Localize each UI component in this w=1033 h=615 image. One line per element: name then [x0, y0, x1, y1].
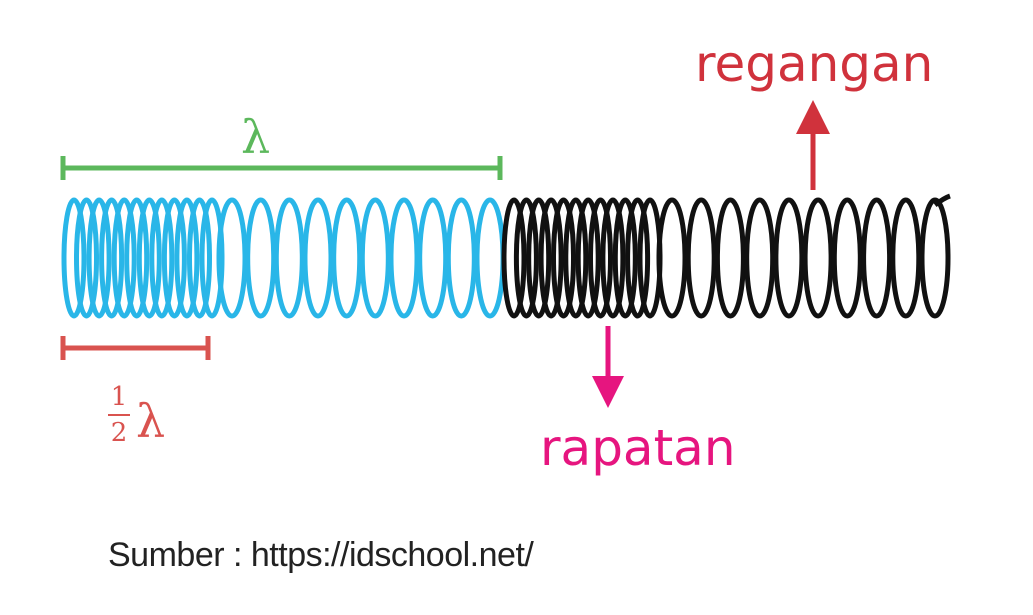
fraction-denominator: 2	[110, 418, 128, 448]
compressed-coil	[199, 197, 225, 319]
half-wavelength-marker	[60, 336, 211, 360]
stretched-coil	[474, 197, 506, 319]
compressed-coil	[551, 197, 576, 319]
stretched-coil	[890, 197, 922, 319]
compressed-coil	[136, 197, 162, 319]
compressed-coil	[149, 197, 175, 319]
fraction-one-half: 1 2	[108, 382, 130, 448]
stretched-coil	[919, 197, 951, 319]
stretched-coil	[861, 197, 893, 319]
stretched-coil	[445, 197, 477, 319]
compressed-coil	[563, 197, 589, 319]
stretched-coil	[656, 197, 688, 319]
stretched-coil	[685, 197, 717, 319]
stretched-coil	[714, 197, 746, 319]
stretched-coil	[302, 197, 334, 319]
compressed-coil	[187, 197, 212, 319]
arrow-up-icon	[796, 100, 830, 190]
compressed-coil	[74, 197, 99, 319]
spring-black-section	[501, 193, 951, 319]
arrow-down-icon	[592, 326, 624, 408]
compressed-coil	[501, 197, 527, 319]
compression-label: rapatan	[540, 419, 736, 477]
compressed-coil	[174, 197, 200, 319]
stretched-coil	[417, 197, 449, 319]
compressed-coil	[124, 197, 150, 319]
compressed-coil	[61, 197, 87, 319]
spring-blue-section	[61, 197, 506, 319]
compressed-coil	[588, 197, 613, 319]
rarefaction-label: regangan	[695, 35, 934, 93]
stretched-coil	[216, 197, 248, 319]
stretched-coil	[273, 197, 305, 319]
wavelength-marker	[60, 156, 503, 180]
compressed-coil	[526, 197, 552, 319]
fraction-bar	[108, 414, 130, 416]
wavelength-label: λ	[241, 110, 271, 164]
compressed-coil	[538, 197, 564, 319]
half-wavelength-symbol: λ	[136, 394, 166, 448]
stretched-coil	[388, 197, 420, 319]
stretched-coil	[831, 197, 863, 319]
compressed-coil	[625, 197, 651, 319]
compressed-coil	[99, 197, 125, 319]
stretched-coil	[773, 197, 805, 319]
stretched-coil	[245, 197, 277, 319]
spring-end-lead	[933, 193, 951, 207]
stretched-coil	[359, 197, 391, 319]
compressed-coil	[86, 197, 112, 319]
half-wavelength-label: 1 2 λ	[100, 380, 180, 470]
source-caption: Sumber : https://idschool.net/	[108, 536, 534, 574]
compressed-coil	[513, 197, 539, 319]
compressed-coil	[612, 197, 638, 319]
stretched-coil	[331, 197, 363, 319]
stretched-coil	[802, 197, 834, 319]
compressed-coil	[600, 197, 626, 319]
stretched-coil	[744, 197, 776, 319]
compressed-coil	[575, 197, 601, 319]
compressed-coil	[111, 197, 137, 319]
fraction-numerator: 1	[110, 382, 128, 412]
compressed-coil	[161, 197, 187, 319]
